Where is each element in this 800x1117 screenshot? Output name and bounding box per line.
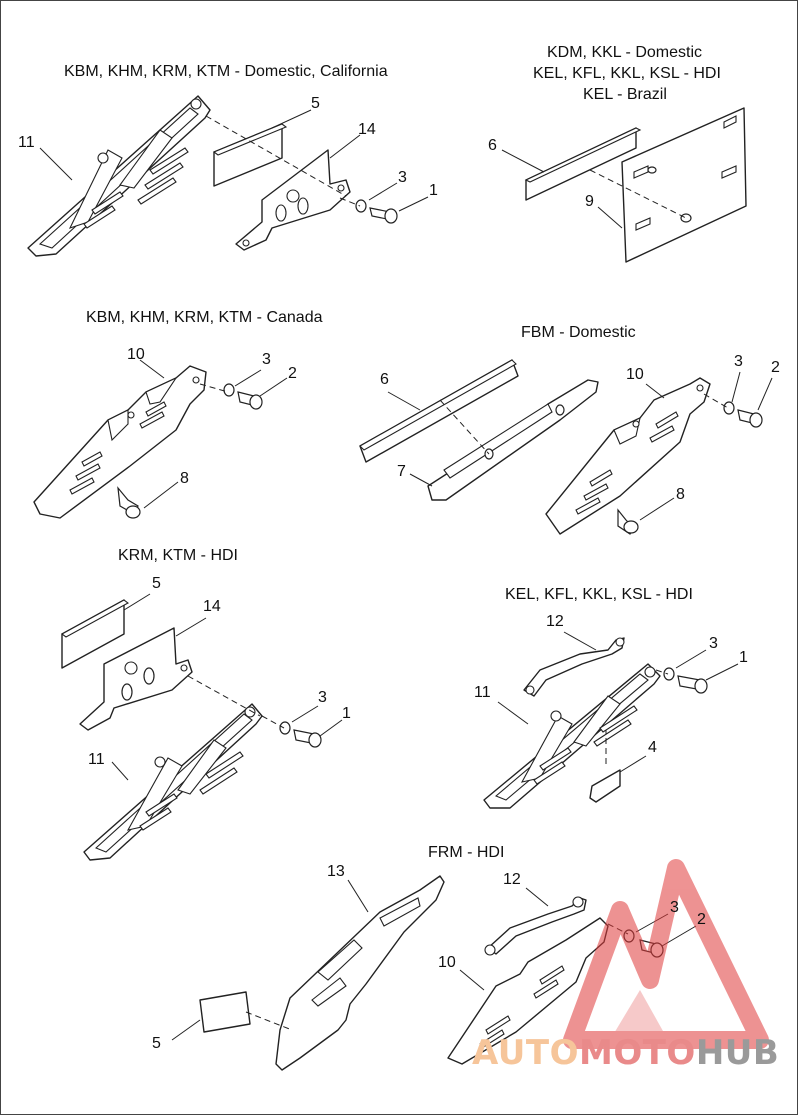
- callout-6: 6: [380, 371, 389, 388]
- callout-3: 3: [670, 899, 679, 916]
- caption-kel-kfl-hdi: KEL, KFL, KKL, KSL - HDI: [533, 65, 721, 82]
- callout-3: 3: [262, 351, 271, 368]
- caption-kel-kfl-kkl-ksl-hdi: KEL, KFL, KKL, KSL - HDI: [505, 586, 693, 603]
- mount-14b: [79, 627, 193, 731]
- watermark-logo: [563, 859, 769, 1049]
- reflector-4: [589, 769, 621, 803]
- callout-14: 14: [358, 121, 376, 138]
- callout-2: 2: [771, 359, 780, 376]
- plate-9: [621, 107, 747, 263]
- watermark-moto: MOTO: [578, 1033, 696, 1073]
- watermark-hub: HUB: [695, 1033, 780, 1073]
- watermark-auto: AUTO: [472, 1033, 579, 1073]
- caption-kdm-kkl-domestic: KDM, KKL - Domestic: [547, 44, 702, 61]
- callout-10: 10: [127, 346, 145, 363]
- group-krm-ktm-hdi: [60, 593, 343, 861]
- callout-10: 10: [626, 366, 644, 383]
- caption-krm-ktm-hdi: KRM, KTM - HDI: [118, 547, 238, 564]
- callout-9: 9: [585, 193, 594, 210]
- callout-8: 8: [180, 470, 189, 487]
- callout-1: 1: [342, 705, 351, 722]
- group-canada: [33, 359, 288, 519]
- callout-6: 6: [488, 137, 497, 154]
- callout-2: 2: [697, 911, 706, 928]
- callout-13: 13: [327, 863, 345, 880]
- rail-12b: [487, 897, 587, 955]
- caption-frm-hdi: FRM - HDI: [428, 844, 505, 861]
- callout-8: 8: [676, 486, 685, 503]
- callout-12: 12: [503, 871, 521, 888]
- group-kel-kfl-hdi: [483, 631, 739, 809]
- callout-5: 5: [152, 1035, 161, 1052]
- callout-3: 3: [318, 689, 327, 706]
- callout-7: 7: [397, 463, 406, 480]
- group-fbm: [359, 359, 773, 535]
- caption-kel-brazil: KEL - Brazil: [583, 86, 667, 103]
- rail-12: [523, 637, 625, 697]
- callout-3: 3: [709, 635, 718, 652]
- callout-11: 11: [88, 751, 105, 768]
- callout-12: 12: [546, 613, 564, 630]
- caption-domestic-california: KBM, KHM, KRM, KTM - Domestic, Californi…: [64, 63, 388, 80]
- caption-fbm-domestic: FBM - Domestic: [521, 324, 636, 341]
- callout-4: 4: [648, 739, 657, 756]
- group-domestic-california: [27, 95, 429, 257]
- callout-1: 1: [739, 649, 748, 666]
- callout-11: 11: [18, 134, 35, 151]
- mount-13: [275, 875, 445, 1071]
- callout-2: 2: [288, 365, 297, 382]
- callout-14: 14: [203, 598, 221, 615]
- callout-3: 3: [398, 169, 407, 186]
- callout-3: 3: [734, 353, 743, 370]
- reflector-5c: [199, 991, 251, 1033]
- callout-5: 5: [311, 95, 320, 112]
- callout-1: 1: [429, 182, 438, 199]
- watermark-text: AUTOMOTOHUB: [472, 1033, 779, 1073]
- callout-10: 10: [438, 954, 456, 971]
- callout-5: 5: [152, 575, 161, 592]
- callout-11: 11: [474, 684, 491, 701]
- group-kdm-kkl: [501, 107, 747, 263]
- caption-canada: KBM, KHM, KRM, KTM - Canada: [86, 309, 323, 326]
